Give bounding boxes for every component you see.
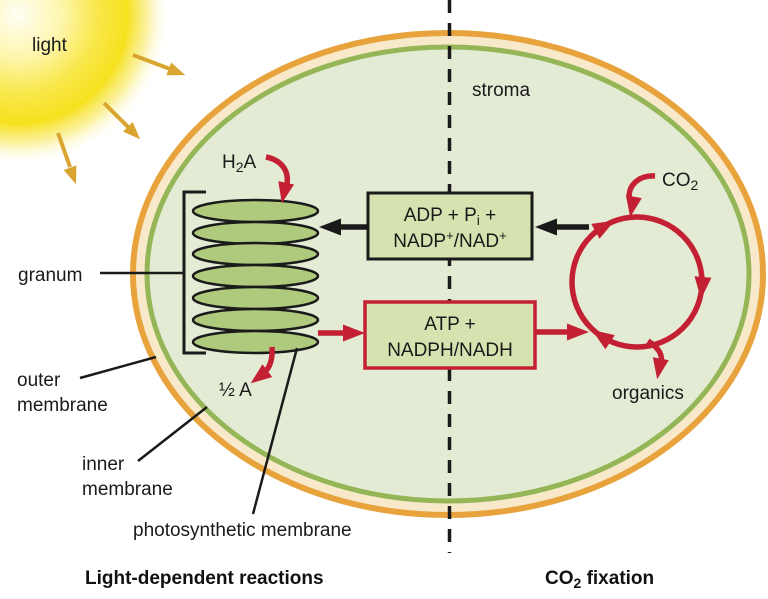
- sun-ray-arrow: [102, 101, 146, 145]
- stroma-label: stroma: [472, 80, 531, 101]
- half-a-arrow: [245, 346, 275, 390]
- adp-nadp-box: [366, 191, 534, 261]
- sun-ray-arrow: [132, 53, 188, 82]
- sun: [0, 0, 170, 166]
- atp-nadph-box-line1: ATP +: [424, 314, 476, 335]
- footer-light-dependent-reactions: Light-dependent reactions: [85, 568, 324, 589]
- granum-thylakoid: [191, 241, 320, 267]
- adp-nadp-box-line2: NADP+/NAD+: [393, 228, 506, 252]
- black-arrow-box-to-granum: [319, 218, 368, 236]
- h2a-arrow: [265, 154, 295, 205]
- half-a-label: ½ A: [219, 380, 252, 401]
- adp-nadp-box-line1: ADP + Pi +: [404, 205, 497, 228]
- granum-label: granum: [18, 265, 82, 286]
- atp-nadph-box: [363, 300, 537, 370]
- red-arrow-granum-to-atp: [318, 324, 365, 342]
- granum-thylakoid: [191, 329, 320, 355]
- light-label: light: [32, 35, 68, 56]
- outer-membrane-label: outer: [17, 370, 61, 391]
- sun-ray-arrow: [56, 132, 83, 187]
- red-arrow-atp-to-cycle: [535, 323, 589, 341]
- granum-thylakoid: [191, 307, 320, 333]
- photosynthetic-membrane-label-line: [251, 347, 299, 515]
- arrowhead-icon: [166, 62, 188, 82]
- arrowhead-icon: [63, 165, 83, 187]
- organics-arrow: [646, 338, 669, 381]
- outer-membrane-label: membrane: [17, 395, 108, 416]
- inner-membrane-label: membrane: [82, 479, 173, 500]
- co2-arrow: [622, 173, 656, 219]
- co2-label: CO2: [662, 170, 699, 193]
- granum-thylakoid: [191, 263, 320, 289]
- granum-thylakoid: [191, 220, 320, 246]
- granum-thylakoid: [191, 198, 320, 224]
- photosynthetic-membrane-label: photosynthetic membrane: [133, 520, 352, 541]
- granum-thylakoid: [191, 285, 320, 311]
- outer-membrane-label-line: [79, 355, 157, 380]
- black-arrow-cycle-to-box: [535, 218, 589, 236]
- h2a-label: H2A: [222, 152, 257, 175]
- sun-ray-arrows: [56, 53, 188, 187]
- atp-nadph-box-line2: NADPH/NADH: [387, 340, 513, 361]
- organics-label: organics: [612, 383, 684, 404]
- inner-membrane-label: inner: [82, 454, 125, 475]
- footer-co2-fixation: CO2 fixation: [545, 568, 654, 591]
- inner-membrane-label-line: [137, 406, 208, 462]
